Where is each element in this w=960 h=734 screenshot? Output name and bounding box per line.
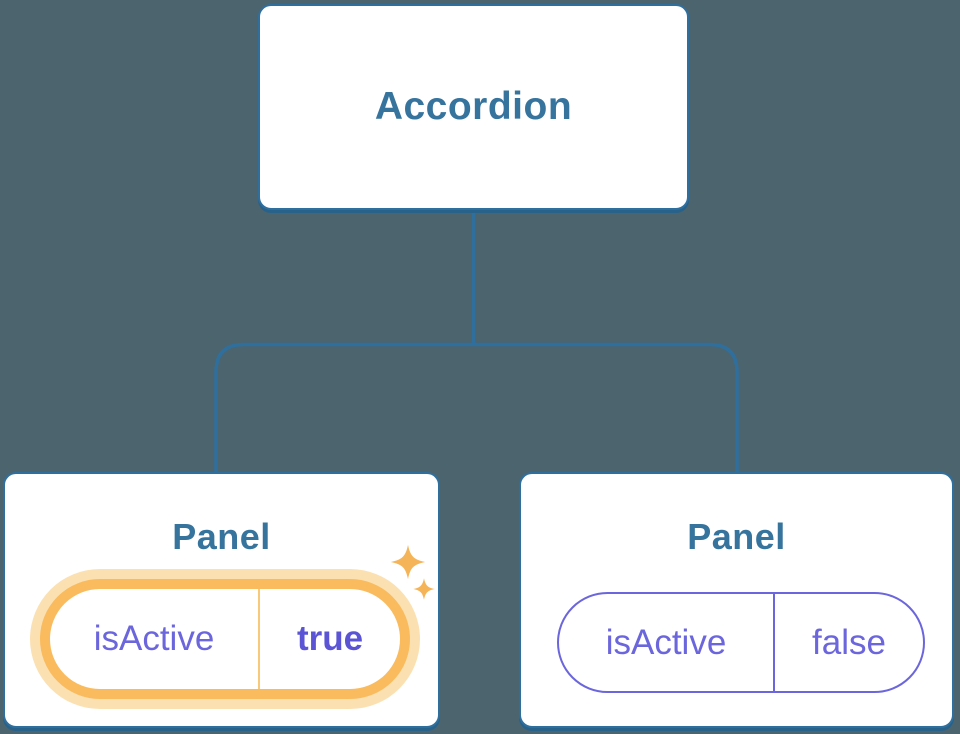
accordion-node: Accordion [258, 4, 689, 210]
active-state-pill: isActive true [30, 569, 420, 709]
prop-name-cell: isActive [50, 589, 258, 689]
pill-divider [258, 589, 260, 689]
sparkle-icon [390, 544, 426, 580]
prop-name-label: isActive [93, 619, 215, 658]
panel-node-active: Panel isActive true [3, 472, 440, 728]
connector-branch [214, 342, 739, 473]
sparkle-icon [413, 578, 435, 600]
active-state-pill-inner: isActive true [40, 579, 410, 699]
prop-name-label: isActive [605, 622, 727, 662]
prop-value-label: true [296, 619, 364, 658]
prop-value-cell: true [260, 589, 400, 689]
panel-title: Panel [687, 516, 786, 557]
accordion-node-label: Accordion [374, 85, 573, 128]
inactive-state-pill: isActive false [557, 592, 925, 693]
panel-node-inactive: Panel isActive false [519, 472, 954, 728]
pill-divider [773, 594, 775, 691]
panel-title: Panel [172, 516, 271, 557]
prop-name-cell: isActive [559, 594, 773, 691]
prop-value-label: false [812, 622, 886, 662]
prop-value-cell: false [775, 594, 923, 691]
